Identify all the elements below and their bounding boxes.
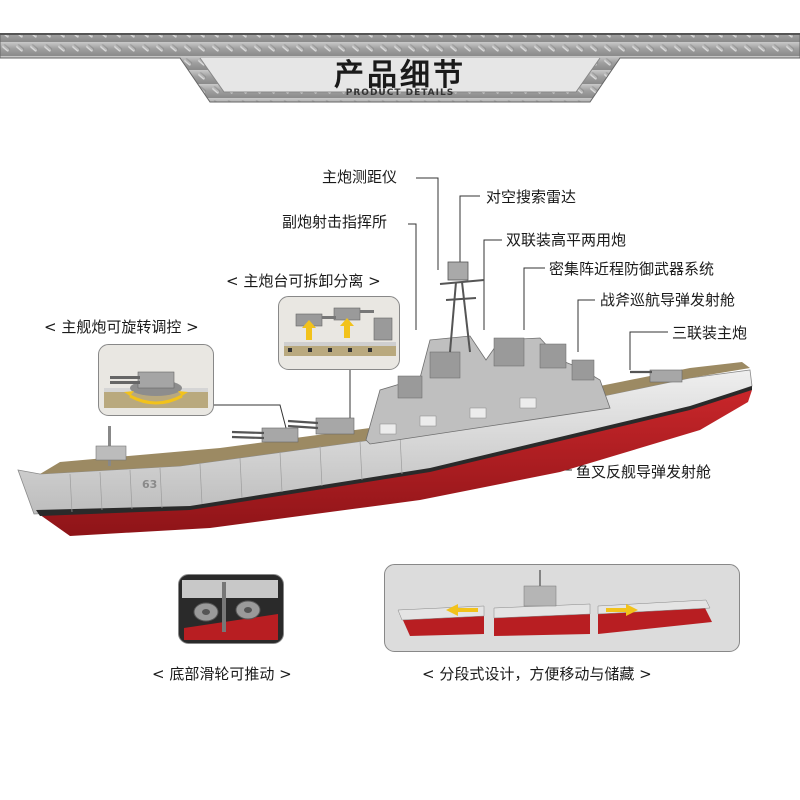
- turret-detachable-image: [278, 296, 400, 370]
- callout-main-gun-rangefinder: 主炮测距仪: [322, 168, 398, 186]
- page-subtitle: PRODUCT DETAILS: [345, 88, 455, 98]
- page-title: 产品细节: [334, 58, 466, 93]
- segmented-design-image: [384, 564, 740, 652]
- callout-secondary-gun-director: 副炮射击指挥所: [282, 213, 388, 231]
- bottom-wheels-image: [178, 574, 284, 644]
- callout-twin-dual-purpose-gun: 双联装高平两用炮: [506, 231, 627, 249]
- feature-turret-rotatable: < 主舰炮可旋转调控 >: [44, 318, 199, 336]
- feature-segmented-design: < 分段式设计，方便移动与储藏 >: [422, 665, 652, 683]
- callout-air-search-radar: 对空搜索雷达: [486, 188, 577, 206]
- header-banner: [0, 33, 800, 103]
- callout-ciws: 密集阵近程防御武器系统: [549, 260, 715, 278]
- svg-text:63: 63: [142, 478, 157, 491]
- turret-rotatable-image: [98, 344, 214, 416]
- callout-triple-main-gun: 三联装主炮: [672, 324, 748, 342]
- feature-turret-detachable: < 主炮台可拆卸分离 >: [226, 272, 381, 290]
- callout-tomahawk-launcher: 战斧巡航导弹发射舱: [600, 291, 736, 309]
- callout-harpoon-launcher: 鱼叉反舰导弹发射舱: [576, 463, 712, 481]
- feature-bottom-wheels: < 底部滑轮可推动 >: [152, 665, 292, 683]
